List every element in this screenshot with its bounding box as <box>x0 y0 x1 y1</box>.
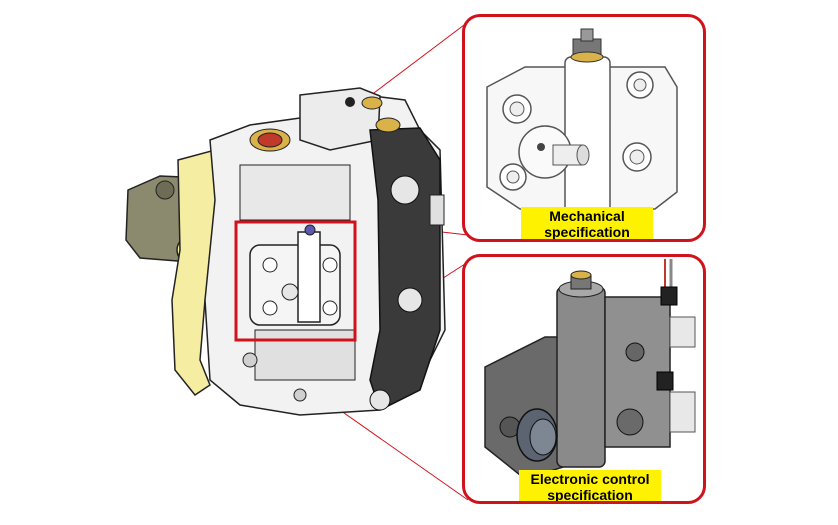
regulator-unit <box>249 224 341 326</box>
mechanical-label: Mechanical specification <box>521 207 653 240</box>
highlight-frame <box>234 220 357 342</box>
electronic-label-line1: Electronic control <box>530 471 650 487</box>
mechanical-callout: Mechanical specification <box>462 14 706 242</box>
electronic-regulator-drawing <box>484 259 696 480</box>
electronic-label-line2: specification <box>547 487 633 503</box>
mechanical-regulator-drawing <box>486 28 678 218</box>
mechanical-label-line2: specification <box>544 224 630 240</box>
mechanical-label-line1: Mechanical <box>549 208 625 224</box>
electronic-callout: Electronic control specification <box>462 254 706 504</box>
electronic-label: Electronic control specification <box>519 470 661 503</box>
